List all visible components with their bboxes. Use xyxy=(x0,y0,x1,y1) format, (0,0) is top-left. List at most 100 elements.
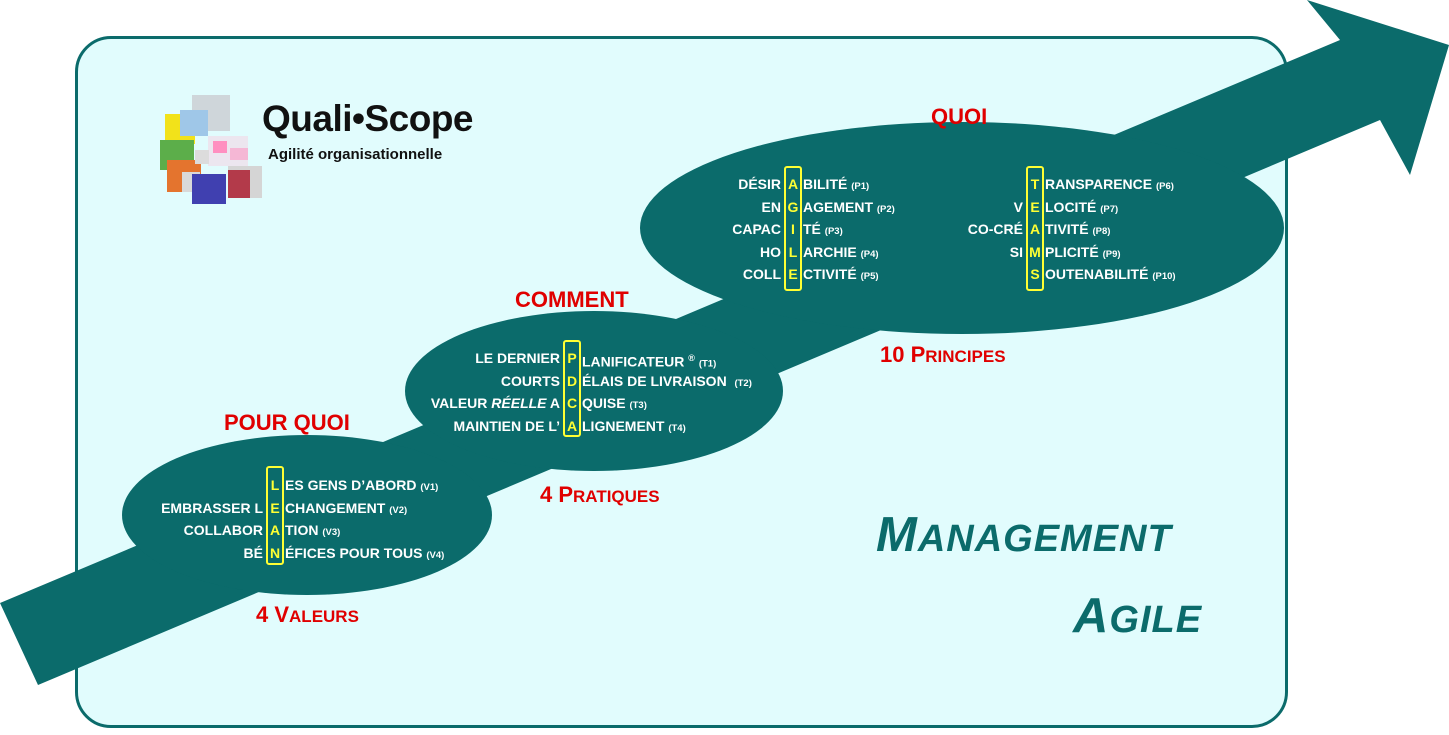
row-tag: (P3) xyxy=(824,226,843,237)
pdca-ellipse xyxy=(405,311,783,471)
row-suffix: PLICITÉ (P9) xyxy=(1042,241,1121,267)
lean-acronym-box xyxy=(266,466,284,565)
row-prefix: DÉSIR xyxy=(738,176,781,192)
row-prefix: SI xyxy=(1009,243,1023,260)
acronym-letter: D xyxy=(566,372,578,389)
logo-title: Quali•Scope xyxy=(262,98,474,139)
row-suffix: ARCHIE (P4) xyxy=(800,241,879,267)
pdca-heading: COMMENT xyxy=(515,287,629,312)
row-text: TION xyxy=(285,522,319,538)
row-text: ES GENS D’ABORD xyxy=(285,477,417,493)
row-prefix: V xyxy=(1013,198,1023,215)
acronym-letter: M xyxy=(1029,243,1041,260)
row-prefix: HO xyxy=(760,243,781,260)
lean-ellipse xyxy=(122,435,492,595)
row-tag: (P5) xyxy=(860,271,879,282)
row-suffix: TIVITÉ (P8) xyxy=(1042,218,1110,244)
row-prefix: COLL xyxy=(742,266,781,282)
acronym-letter: T xyxy=(1030,176,1040,192)
acronym-letter: N xyxy=(269,544,281,561)
lean-footer-small: ALEURS xyxy=(289,607,359,626)
acronym-letter: L xyxy=(788,243,798,260)
row-suffix: RANSPARENCE (P6) xyxy=(1042,173,1174,199)
row-text: ÉFICES POUR TOUS xyxy=(285,544,423,561)
row-prefix: COLLABOR xyxy=(183,522,263,538)
title-line-2-big: A xyxy=(1073,589,1110,643)
agile-footer-small: RINCIPES xyxy=(925,347,1006,366)
row-text: QUISE xyxy=(582,395,626,411)
row-tag: (P6) xyxy=(1155,181,1174,192)
acronym-letter: A xyxy=(1029,221,1041,237)
row-prefix-start: VALEUR xyxy=(430,395,492,411)
agile-footer: 10 PRINCIPES xyxy=(880,342,1006,368)
row-suffix: LOCITÉ (P7) xyxy=(1042,196,1118,222)
row-prefix: BÉ xyxy=(243,544,263,561)
row-suffix: BILITÉ (P1) xyxy=(800,173,869,199)
row-suffix: LANIFICATEUR ® (T1) xyxy=(579,347,716,376)
row-suffix: TION (V3) xyxy=(282,519,340,545)
pdca-footer-big: 4 P xyxy=(540,482,574,507)
row-text: AGEMENT xyxy=(803,198,873,215)
title-line-2: AGILE xyxy=(1073,588,1202,644)
row-tag: (P2) xyxy=(876,203,895,215)
pdca-footer: 4 PRATIQUES xyxy=(540,482,660,508)
acronym-letter: E xyxy=(270,499,280,516)
qualiscope-logo-icon xyxy=(160,95,262,204)
row-suffix: OUTENABILITÉ (P10) xyxy=(1042,263,1176,289)
row-suffix: TÉ (P3) xyxy=(800,218,843,244)
row-tag: (V1) xyxy=(420,482,439,493)
row-suffix: LIGNEMENT (T4) xyxy=(579,415,686,441)
row-tag: (T2) xyxy=(734,377,752,389)
row-prefix-end: A xyxy=(546,395,560,411)
title-line-1-big: M xyxy=(876,508,918,562)
row-prefix: EMBRASSER L xyxy=(161,499,263,516)
registered-mark: ® xyxy=(688,353,695,363)
row-suffix: ES GENS D’ABORD (V1) xyxy=(282,474,438,500)
row-prefix: VALEUR RÉELLE A xyxy=(431,392,565,415)
agile-footer-big: 10 P xyxy=(880,342,926,367)
title-line-1-small: ANAGEMENT xyxy=(917,518,1172,560)
row-text: LIGNEMENT xyxy=(582,417,665,434)
pdca-footer-small: RATIQUES xyxy=(573,487,660,506)
lean-footer-big: 4 V xyxy=(256,602,290,627)
row-tag: (P7) xyxy=(1100,203,1119,215)
acronym-letter: I xyxy=(791,221,795,237)
row-text: TIVITÉ xyxy=(1045,221,1089,237)
row-text: TÉ xyxy=(803,221,821,237)
row-suffix: AGEMENT (P2) xyxy=(800,196,895,222)
title-line-2-small: GILE xyxy=(1109,599,1203,641)
row-text: BILITÉ xyxy=(803,176,848,192)
row-prefix-italic: RÉELLE xyxy=(491,395,547,411)
row-tag: (P1) xyxy=(851,181,870,192)
agile-acronym-box xyxy=(784,166,802,291)
row-tag: (V3) xyxy=(322,527,341,538)
teams-acronym-box xyxy=(1026,166,1044,291)
acronym-letter: E xyxy=(788,266,798,282)
row-suffix: ÉLAIS DE LIVRAISON (T2) xyxy=(579,370,752,396)
agile-heading: QUOI xyxy=(931,104,988,129)
acronym-letter: E xyxy=(1030,198,1040,215)
row-text: CTIVITÉ xyxy=(803,266,857,282)
acronym-letter: S xyxy=(1030,266,1040,282)
acronym-letter: A xyxy=(787,176,799,192)
row-tag: (P10) xyxy=(1152,271,1176,282)
row-prefix: COURTS xyxy=(500,372,560,389)
row-prefix: LE DERNIER xyxy=(475,350,560,366)
row-tag: (P8) xyxy=(1092,226,1111,237)
row-suffix: CHANGEMENT (V2) xyxy=(282,497,407,523)
acronym-letter: A xyxy=(566,417,578,434)
row-suffix: CTIVITÉ (P5) xyxy=(800,263,879,289)
row-text: OUTENABILITÉ xyxy=(1045,266,1149,282)
row-prefix: EN xyxy=(761,198,781,215)
acronym-letter: G xyxy=(787,198,799,215)
acronym-letter: A xyxy=(269,522,281,538)
row-prefix: CAPAC xyxy=(732,221,781,237)
row-prefix: CO-CRÉ xyxy=(967,221,1023,237)
row-text: ÉLAIS DE LIVRAISON xyxy=(582,372,727,389)
row-prefix: MAINTIEN DE L’ xyxy=(453,417,560,434)
row-text: CHANGEMENT xyxy=(285,499,386,516)
row-text: RANSPARENCE xyxy=(1045,176,1153,192)
row-tag: (P4) xyxy=(860,248,879,260)
acronym-letter: C xyxy=(566,395,578,411)
